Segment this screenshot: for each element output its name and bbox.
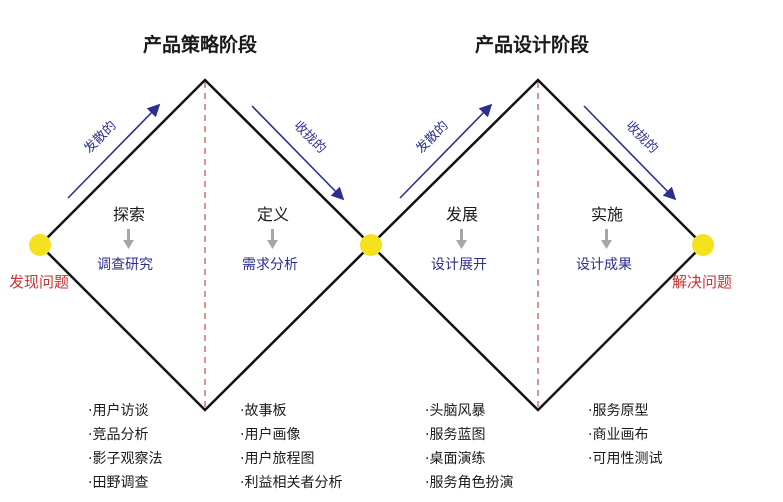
method-list-implement: ·服务原型 ·商业画布 ·可用性测试 bbox=[588, 399, 662, 471]
list-item: ·服务原型 bbox=[588, 403, 649, 419]
endpoint-end-label: 解决问题 bbox=[672, 273, 733, 291]
endpoint-start-label: 发现问题 bbox=[9, 273, 70, 291]
list-item: ·可用性测试 bbox=[588, 451, 663, 467]
list-item: ·服务蓝图 bbox=[425, 427, 486, 443]
step-method-research: 调查研究 bbox=[97, 257, 153, 273]
diverge-arrow-2 bbox=[399, 103, 493, 199]
list-item: ·头脑风暴 bbox=[425, 403, 486, 419]
step-label-implement: 实施 bbox=[591, 205, 624, 224]
step-label-define: 定义 bbox=[257, 205, 290, 224]
converge-arrow-1 bbox=[251, 105, 345, 201]
step-method-design-expand: 设计展开 bbox=[431, 257, 487, 273]
mid-dot bbox=[360, 234, 382, 256]
start-dot bbox=[29, 234, 51, 256]
step-method-requirements: 需求分析 bbox=[242, 257, 298, 273]
list-item: ·竞品分析 bbox=[88, 427, 149, 443]
end-dot bbox=[692, 234, 714, 256]
step-label-explore: 探索 bbox=[113, 205, 146, 224]
list-item: ·影子观察法 bbox=[88, 451, 163, 467]
list-item: ·桌面演练 bbox=[425, 451, 486, 467]
diamond-design bbox=[369, 78, 705, 412]
list-item: ·故事板 bbox=[240, 403, 287, 419]
step-arrow-4 bbox=[601, 229, 612, 249]
phase-title-design: 产品设计阶段 bbox=[475, 34, 590, 56]
step-label-develop: 发展 bbox=[446, 205, 479, 224]
list-item: ·服务角色扮演 bbox=[425, 475, 514, 491]
method-list-explore: ·用户访谈 ·竞品分析 ·影子观察法 ·田野调查 bbox=[88, 399, 162, 495]
method-list-define: ·故事板 ·用户画像 ·用户旅程图 ·利益相关者分析 bbox=[240, 399, 342, 495]
phase-title-strategy: 产品策略阶段 bbox=[143, 34, 258, 56]
diverge-arrow-1 bbox=[67, 103, 161, 199]
step-arrow-3 bbox=[456, 229, 467, 249]
list-item: ·利益相关者分析 bbox=[240, 475, 343, 491]
list-item: ·用户画像 bbox=[240, 427, 301, 443]
converge-arrow-2 bbox=[583, 105, 677, 201]
method-list-develop: ·头脑风暴 ·服务蓝图 ·桌面演练 ·服务角色扮演 bbox=[425, 399, 513, 495]
step-arrow-1 bbox=[123, 229, 134, 249]
list-item: ·商业画布 bbox=[588, 427, 649, 443]
step-arrow-2 bbox=[267, 229, 278, 249]
list-item: ·田野调查 bbox=[88, 475, 149, 491]
list-item: ·用户访谈 bbox=[88, 403, 149, 419]
list-item: ·用户旅程图 bbox=[240, 451, 315, 467]
step-method-design-result: 设计成果 bbox=[576, 257, 632, 273]
